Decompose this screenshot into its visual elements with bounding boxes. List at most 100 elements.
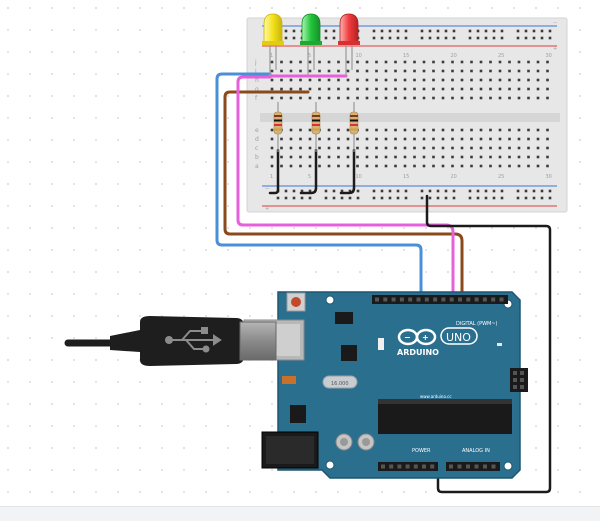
rail-hole[interactable] xyxy=(484,196,488,200)
reset-button[interactable] xyxy=(291,297,301,307)
breadboard-hole[interactable] xyxy=(375,60,378,64)
breadboard-hole[interactable] xyxy=(327,146,331,150)
rail-hole[interactable] xyxy=(428,36,432,40)
breadboard-hole[interactable] xyxy=(441,146,445,150)
breadboard-hole[interactable] xyxy=(460,137,464,141)
rail-hole[interactable] xyxy=(300,196,304,200)
breadboard-hole[interactable] xyxy=(299,137,302,141)
breadboard-hole[interactable] xyxy=(299,128,302,132)
breadboard-hole[interactable] xyxy=(299,69,302,73)
header-pin[interactable] xyxy=(458,297,462,302)
breadboard-hole[interactable] xyxy=(299,60,302,64)
breadboard-hole[interactable] xyxy=(289,69,293,73)
breadboard-hole[interactable] xyxy=(413,128,416,132)
breadboard-hole[interactable] xyxy=(527,87,530,91)
breadboard-hole[interactable] xyxy=(422,60,426,64)
rail-hole[interactable] xyxy=(292,196,296,200)
breadboard-hole[interactable] xyxy=(479,87,483,91)
breadboard-hole[interactable] xyxy=(337,128,340,132)
breadboard-hole[interactable] xyxy=(327,87,331,91)
rail-hole[interactable] xyxy=(356,196,360,200)
breadboard-hole[interactable] xyxy=(318,60,321,64)
breadboard-hole[interactable] xyxy=(498,155,502,159)
breadboard-hole[interactable] xyxy=(365,60,369,64)
breadboard-hole[interactable] xyxy=(384,96,388,100)
breadboard-hole[interactable] xyxy=(270,164,274,168)
header-pin[interactable] xyxy=(399,297,404,302)
breadboard-hole[interactable] xyxy=(413,137,416,141)
header-pin[interactable] xyxy=(474,297,479,302)
rail-hole[interactable] xyxy=(548,189,552,193)
breadboard-hole[interactable] xyxy=(356,87,359,91)
rail-hole[interactable] xyxy=(452,196,456,200)
breadboard-hole[interactable] xyxy=(413,87,416,91)
rail-hole[interactable] xyxy=(476,36,480,40)
breadboard-hole[interactable] xyxy=(375,155,378,159)
breadboard-hole[interactable] xyxy=(308,137,312,141)
usb-cable[interactable] xyxy=(64,316,277,366)
rail-hole[interactable] xyxy=(436,36,440,40)
breadboard-hole[interactable] xyxy=(527,155,530,159)
rail-hole[interactable] xyxy=(492,36,496,40)
breadboard-hole[interactable] xyxy=(508,78,511,82)
breadboard-hole[interactable] xyxy=(498,146,502,150)
breadboard-hole[interactable] xyxy=(375,78,378,82)
breadboard-hole[interactable] xyxy=(460,96,464,100)
breadboard-hole[interactable] xyxy=(318,69,321,73)
header-pin[interactable] xyxy=(422,464,426,469)
rail-hole[interactable] xyxy=(380,36,384,40)
breadboard-hole[interactable] xyxy=(403,87,407,91)
breadboard-hole[interactable] xyxy=(403,164,407,168)
rail-hole[interactable] xyxy=(468,29,472,33)
rail-hole[interactable] xyxy=(404,36,408,40)
breadboard-hole[interactable] xyxy=(384,137,388,141)
breadboard-hole[interactable] xyxy=(346,60,350,64)
rail-hole[interactable] xyxy=(428,29,432,33)
breadboard-hole[interactable] xyxy=(432,60,435,64)
breadboard-hole[interactable] xyxy=(451,87,454,91)
breadboard-hole[interactable] xyxy=(270,69,274,73)
rail-hole[interactable] xyxy=(524,36,528,40)
jumper-black-3[interactable] xyxy=(339,148,356,195)
breadboard-hole[interactable] xyxy=(280,155,283,159)
rail-hole[interactable] xyxy=(548,36,552,40)
breadboard-hole[interactable] xyxy=(337,87,340,91)
breadboard-hole[interactable] xyxy=(337,60,340,64)
breadboard-hole[interactable] xyxy=(308,128,312,132)
breadboard-hole[interactable] xyxy=(489,78,492,82)
breadboard-hole[interactable] xyxy=(365,96,369,100)
breadboard-hole[interactable] xyxy=(327,78,331,82)
breadboard-hole[interactable] xyxy=(527,60,530,64)
header-pin[interactable] xyxy=(441,297,446,302)
breadboard-hole[interactable] xyxy=(460,69,464,73)
rail-hole[interactable] xyxy=(348,196,352,200)
rail-hole[interactable] xyxy=(484,189,488,193)
rail-hole[interactable] xyxy=(516,36,520,40)
breadboard-hole[interactable] xyxy=(403,96,407,100)
breadboard-hole[interactable] xyxy=(432,128,435,132)
breadboard-hole[interactable] xyxy=(327,128,331,132)
breadboard-hole[interactable] xyxy=(289,137,293,141)
rail-hole[interactable] xyxy=(276,196,280,200)
header-pin[interactable] xyxy=(408,297,413,302)
breadboard-hole[interactable] xyxy=(356,146,359,150)
breadboard-hole[interactable] xyxy=(479,137,483,141)
breadboard-hole[interactable] xyxy=(489,155,492,159)
breadboard-hole[interactable] xyxy=(375,137,378,141)
header-pin[interactable] xyxy=(466,297,471,302)
rail-hole[interactable] xyxy=(540,189,544,193)
breadboard-hole[interactable] xyxy=(536,87,540,91)
header-pin[interactable] xyxy=(375,297,379,302)
breadboard-hole[interactable] xyxy=(470,87,473,91)
rail-hole[interactable] xyxy=(500,189,504,193)
breadboard-hole[interactable] xyxy=(356,164,359,168)
breadboard-hole[interactable] xyxy=(280,146,283,150)
breadboard-hole[interactable] xyxy=(432,137,435,141)
rail-hole[interactable] xyxy=(396,196,400,200)
breadboard-hole[interactable] xyxy=(498,137,502,141)
breadboard-hole[interactable] xyxy=(365,87,369,91)
breadboard-hole[interactable] xyxy=(498,87,502,91)
breadboard-hole[interactable] xyxy=(498,78,502,82)
rail-hole[interactable] xyxy=(420,189,424,193)
breadboard-hole[interactable] xyxy=(318,164,321,168)
